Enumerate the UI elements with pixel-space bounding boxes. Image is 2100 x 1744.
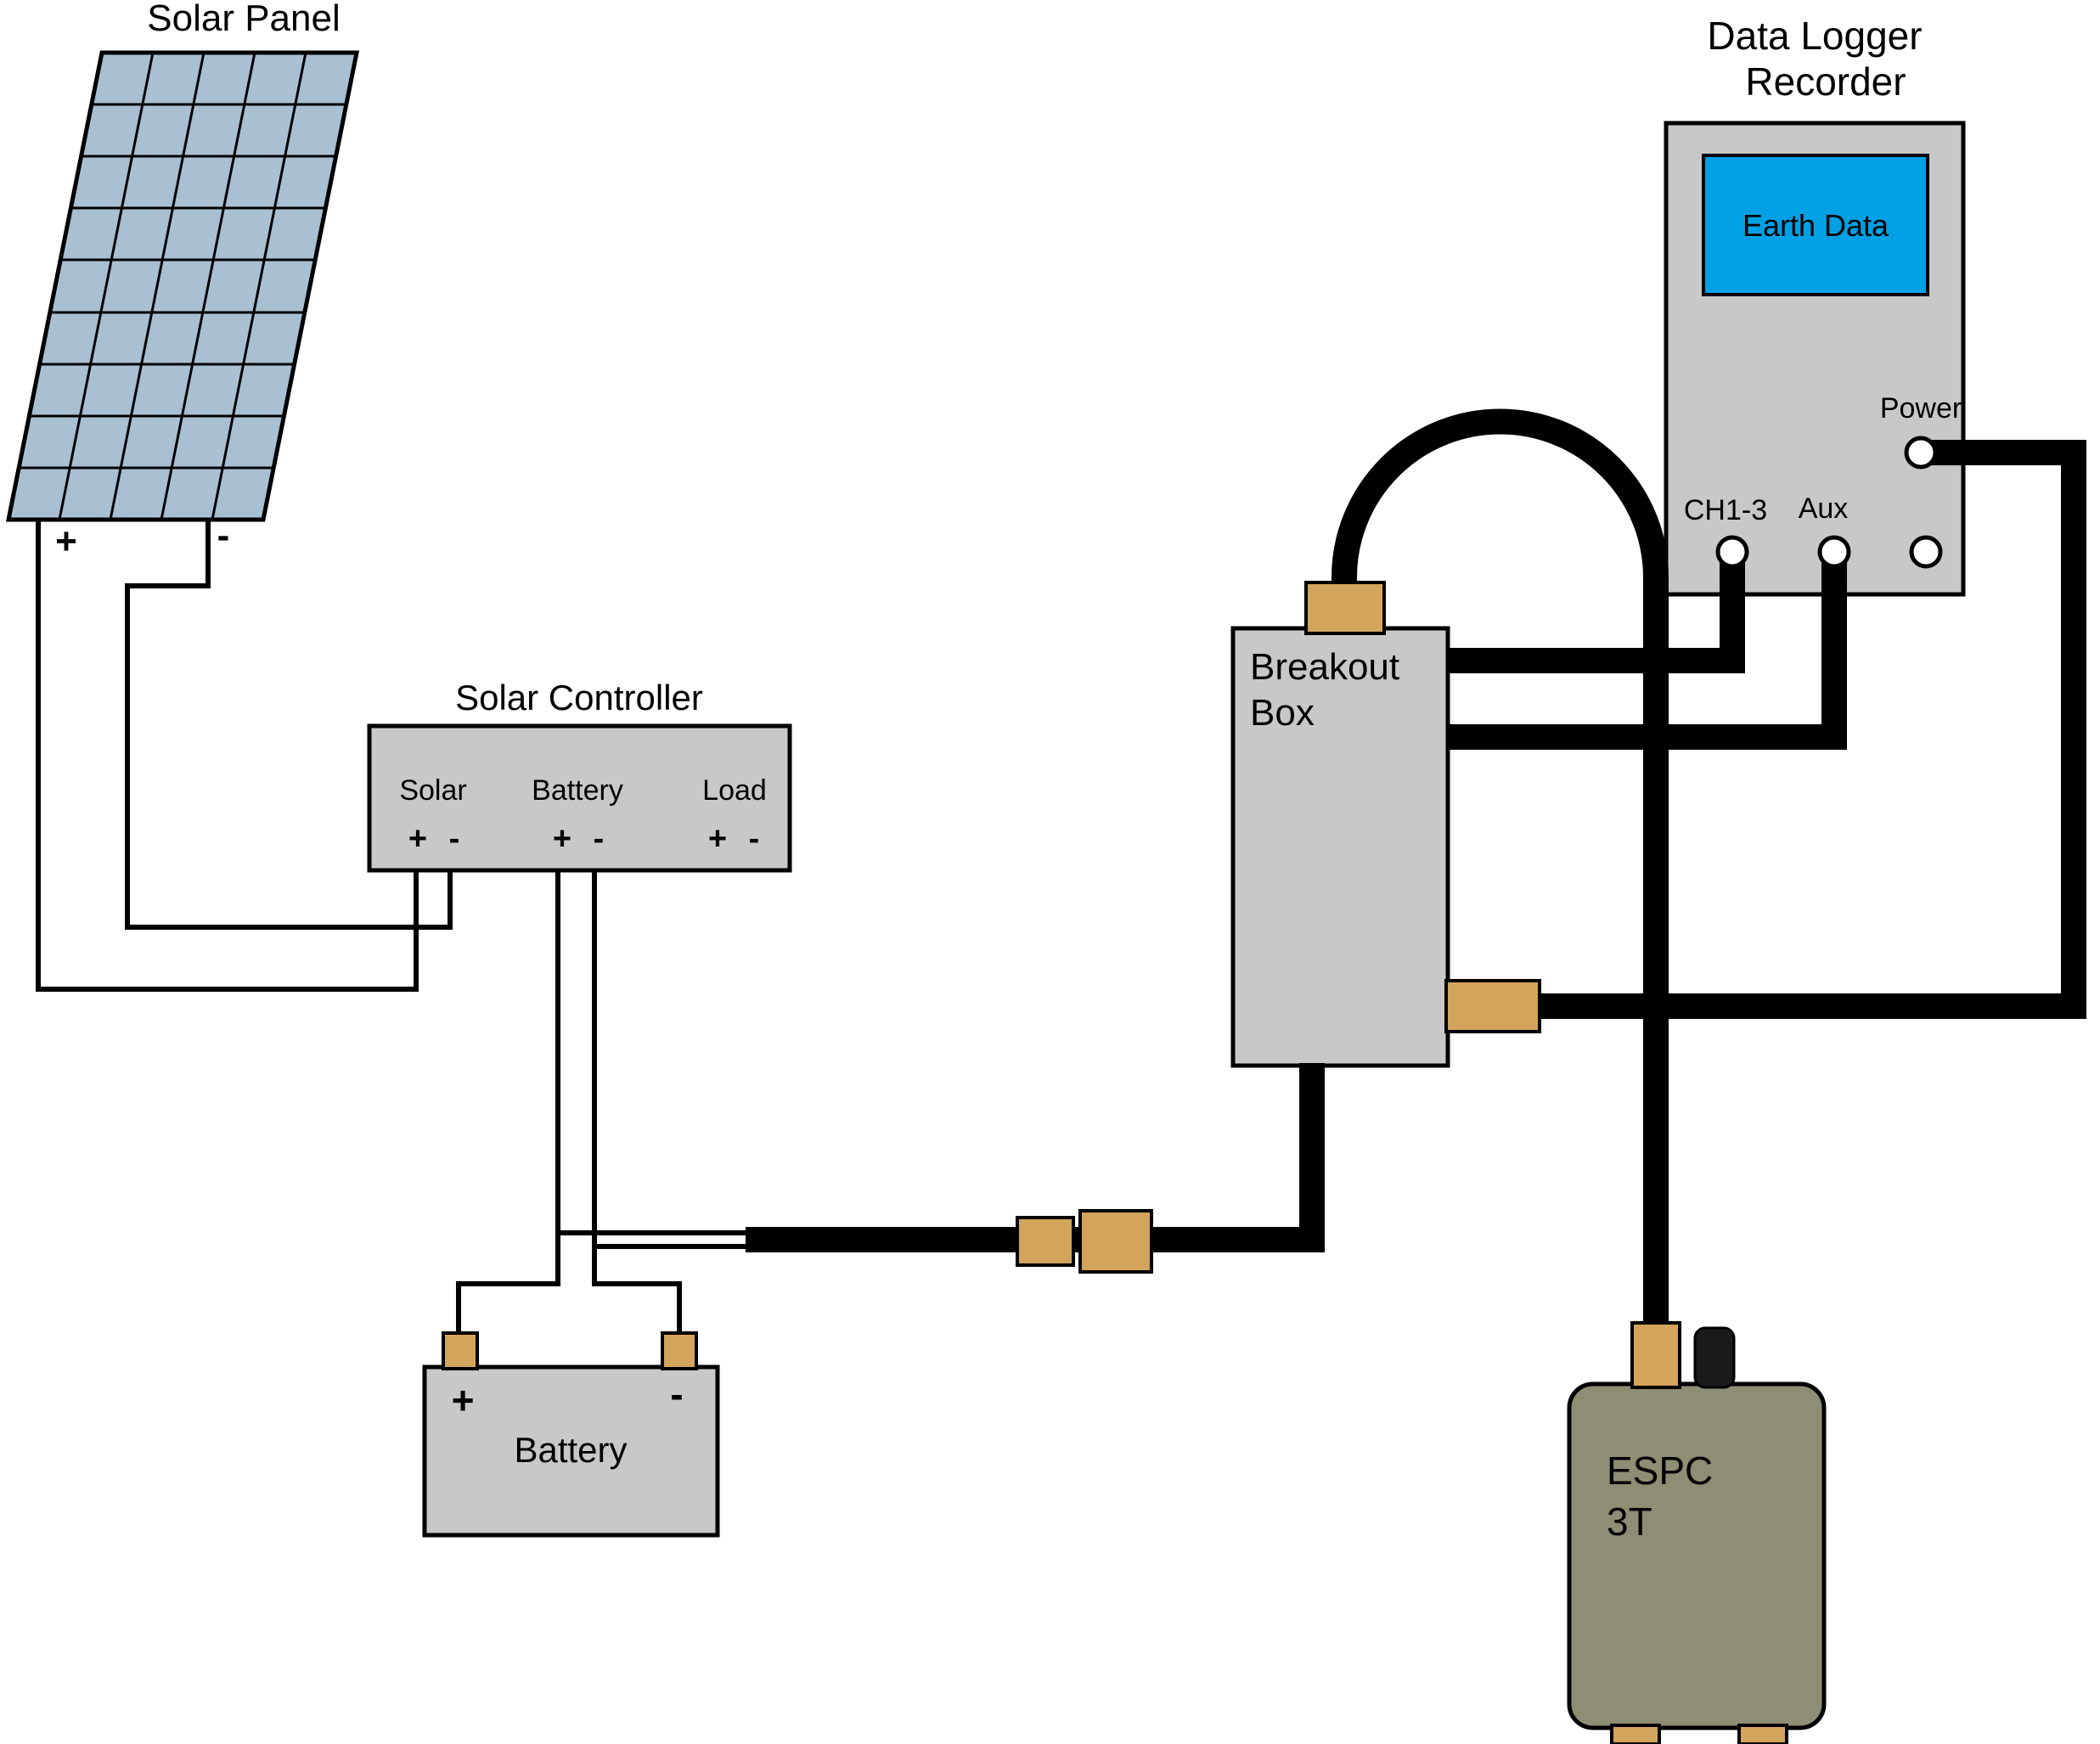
wire-panel-minus-to-controller	[125, 520, 453, 930]
panel-grid-line	[109, 52, 205, 520]
espc-top-connector	[1630, 1321, 1681, 1389]
espc-label-line1: ESPC	[1607, 1449, 1713, 1493]
panel-grid-line	[211, 52, 307, 520]
panel-plus-label: +	[55, 520, 77, 562]
breakout-side-connector	[1444, 979, 1541, 1033]
controller-battery-plus: +	[553, 821, 571, 857]
solar-panel-title: Solar Panel	[147, 0, 340, 39]
controller-battery-label: Battery	[532, 774, 623, 807]
cable-power-to-breakout	[746, 1063, 1325, 1252]
logger-ports	[1715, 436, 1943, 569]
cable-breakout-to-aux	[1448, 554, 1847, 750]
ch13-label: CH1-3	[1684, 494, 1767, 526]
controller-load-plus: +	[708, 821, 727, 857]
cable-breakout-arc-to-espc	[1332, 408, 1669, 1331]
thin-wires	[36, 520, 756, 1335]
cable-breakout-to-ch13	[1448, 554, 1745, 673]
espc-sensor	[1567, 1381, 1827, 1730]
solar-panel-body	[5, 50, 360, 522]
battery-minus-label: -	[670, 1372, 683, 1416]
battery-terminal-plus	[442, 1331, 479, 1370]
data-logger	[1664, 121, 1966, 597]
espc-knob	[1693, 1326, 1736, 1389]
ch13-port	[1715, 535, 1749, 569]
panel-grid-line	[160, 52, 256, 520]
breakout-box	[1230, 626, 1450, 1068]
panel-grid-line	[58, 52, 155, 520]
controller-solar-minus: -	[449, 821, 460, 857]
controller-load-label: Load	[702, 774, 767, 807]
controller-load-minus: -	[749, 821, 760, 857]
solar-panel-grid	[19, 52, 346, 520]
power-port	[1904, 436, 1938, 470]
data-logger-title-line1: Data Logger	[1707, 14, 1922, 58]
inline-connector-right	[1078, 1209, 1153, 1274]
thick-cables	[746, 408, 2086, 1331]
power-label: Power	[1880, 392, 1962, 425]
breakout-box-body	[1230, 626, 1450, 1068]
solar-controller	[367, 723, 792, 873]
battery-body	[422, 1364, 720, 1538]
aux-port	[1817, 535, 1851, 569]
cable-logger-power-to-breakout-side	[1539, 440, 2086, 1019]
wire-controller-to-battery-minus	[592, 870, 682, 1335]
battery-terminal-minus	[661, 1331, 698, 1370]
controller-solar-plus: +	[408, 821, 427, 857]
solar-controller-body	[367, 723, 792, 873]
wire-panel-plus-to-controller	[36, 520, 419, 992]
inline-connector-left	[1016, 1216, 1075, 1267]
data-logger-title-line2: Recorder	[1745, 59, 1906, 104]
connectors	[442, 581, 1788, 1744]
espc-label-line2: 3T	[1607, 1499, 1652, 1544]
controller-battery-minus: -	[594, 821, 605, 857]
battery-plus-label: +	[452, 1378, 475, 1422]
solar-panel	[5, 50, 360, 522]
battery	[422, 1364, 720, 1538]
breakout-box-label-line2: Box	[1250, 692, 1315, 734]
controller-solar-label: Solar	[399, 774, 466, 807]
breakout-top-connector	[1304, 581, 1386, 635]
spare-port	[1909, 535, 1943, 569]
solar-controller-title: Solar Controller	[455, 678, 703, 717]
breakout-box-label-line1: Breakout	[1250, 646, 1399, 688]
panel-minus-label: -	[217, 515, 230, 556]
espc-body	[1567, 1381, 1827, 1730]
data-logger-screen	[1702, 154, 1929, 296]
battery-title: Battery	[514, 1430, 627, 1470]
espc-bottom-connector-right	[1737, 1724, 1788, 1744]
wire-controller-to-battery-plus	[456, 870, 560, 1335]
aux-label: Aux	[1799, 492, 1849, 525]
screen-text: Earth Data	[1742, 208, 1889, 243]
espc-bottom-connector-left	[1610, 1724, 1661, 1744]
